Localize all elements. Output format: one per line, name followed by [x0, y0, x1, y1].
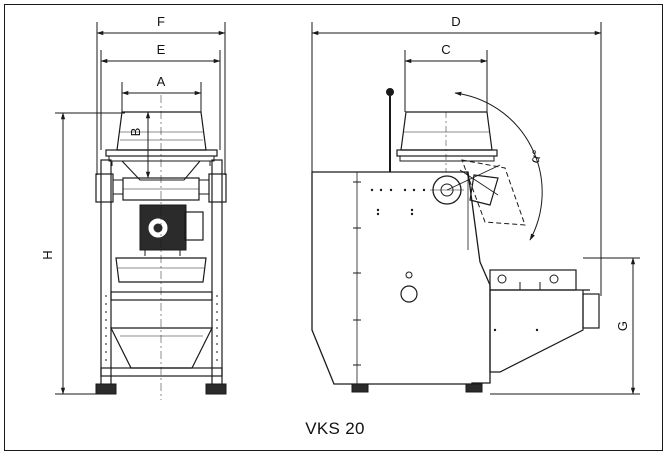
dim-label-a: A [157, 74, 166, 89]
side-view [311, 22, 640, 395]
dim-label-g: G [615, 321, 630, 331]
dim-label-d: D [451, 14, 460, 29]
dim-label-e: E [157, 42, 166, 57]
front-view [95, 22, 227, 400]
dim-label-f: F [157, 14, 165, 29]
dim-label-b: B [128, 128, 143, 137]
dim-label-h: H [40, 250, 55, 259]
dim-label-c: C [441, 42, 450, 57]
angle-label: α° [527, 148, 545, 165]
drawing-frame [4, 4, 663, 451]
drawing-caption: VKS 20 [305, 419, 365, 438]
